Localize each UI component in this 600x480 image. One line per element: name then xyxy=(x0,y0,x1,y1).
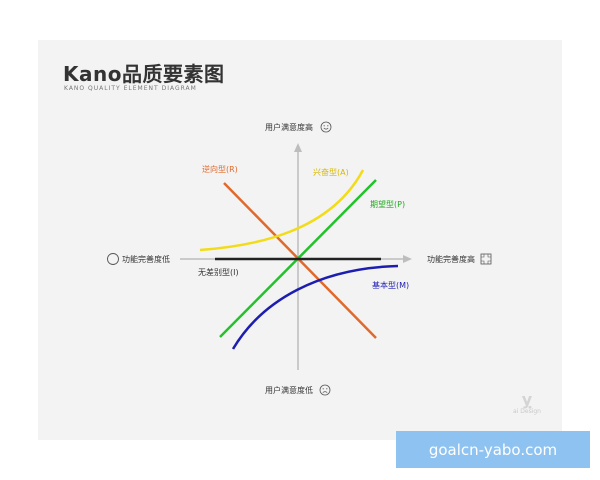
axis-label-bottom: 用户满意度低 xyxy=(265,386,313,395)
brand-mark: ỵ xyxy=(521,390,533,409)
circle-outline-icon xyxy=(107,253,119,265)
sad-face-icon xyxy=(319,384,331,396)
page-subtitle: KANO QUALITY ELEMENT DIAGRAM xyxy=(64,85,197,92)
reverse-curve xyxy=(223,182,377,339)
must-be-curve xyxy=(231,264,399,350)
axis-label-top: 用户满意度高 xyxy=(265,123,313,132)
indifferent-label: 无差别型(I) xyxy=(198,268,239,277)
attractive-curve xyxy=(199,169,365,252)
brand-text: ai Design xyxy=(513,408,541,415)
axis-label-left: 功能完善度低 xyxy=(122,255,170,264)
full-frame-icon xyxy=(480,253,492,265)
smile-face-icon xyxy=(320,121,332,133)
watermark-banner: goalcn-yabo.com xyxy=(396,431,590,468)
vertical-axis-arrow xyxy=(294,143,302,152)
page-title: Kano品质要素图 xyxy=(63,62,225,86)
attractive-label: 兴奋型(A) xyxy=(313,168,349,177)
watermark-text: goalcn-yabo.com xyxy=(428,440,558,459)
performance-label: 期望型(P) xyxy=(370,200,406,209)
reverse-label: 逆向型(R) xyxy=(202,165,238,174)
brand-logo: ỵ ai Design xyxy=(512,390,542,416)
axis-label-right: 功能完善度高 xyxy=(427,255,475,264)
must-be-label: 基本型(M) xyxy=(372,281,410,290)
horizontal-axis-arrow xyxy=(403,255,412,263)
diagram-card xyxy=(38,40,562,440)
